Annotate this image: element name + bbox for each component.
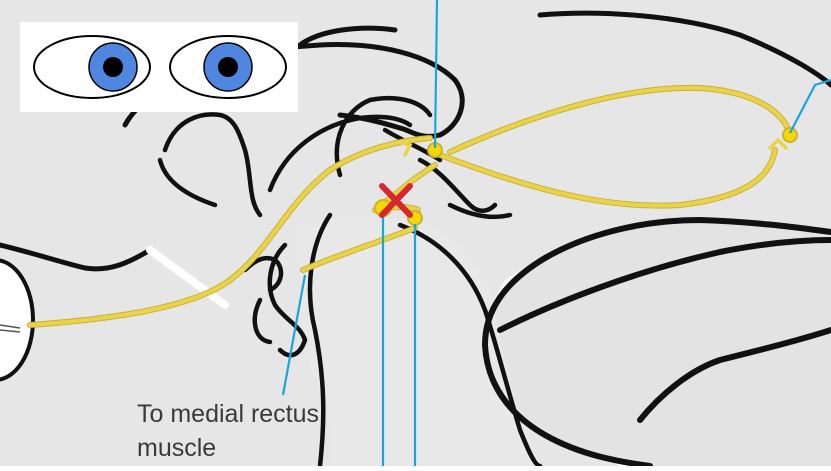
medulla-anterior-outline — [307, 212, 333, 469]
optic-nerve-pathway — [28, 136, 432, 327]
left-eye-icon — [33, 35, 151, 99]
pons-outline — [397, 222, 543, 469]
cerebellum-outline — [482, 217, 831, 469]
pointer-line-top — [433, 0, 439, 149]
eyeball-outline — [0, 258, 35, 382]
pointer-line-medial-rectus — [281, 274, 307, 396]
temporal-curve-outline — [447, 202, 513, 220]
cerebellum-inner-outline — [637, 327, 831, 423]
orbit-line-lower — [0, 329, 21, 333]
pituitary-outline — [267, 242, 308, 358]
lower-arc-pathway — [438, 148, 777, 208]
pointer-lines — [281, 0, 831, 466]
medial-rectus-pathway — [301, 226, 417, 272]
fornix-outline — [267, 114, 413, 193]
sulcus-small-outline — [252, 297, 273, 345]
optic-chiasm-outline — [242, 255, 284, 293]
right-eye-icon — [169, 35, 287, 99]
occipital-lobe-outline — [537, 10, 831, 88]
cortex-gyrus-outline — [297, 25, 398, 48]
hypothalamus-outline — [162, 112, 263, 218]
midbrain-outline — [417, 157, 498, 213]
left-pupil — [103, 57, 123, 77]
pointer-line-right — [789, 78, 831, 134]
parietal-curve-outline — [0, 242, 153, 272]
upper-arc-pathway — [448, 85, 792, 154]
anatomy-outlines — [0, 10, 831, 469]
cerebellum-region — [488, 222, 831, 466]
orbit — [0, 258, 35, 382]
orbit-line-upper — [0, 324, 21, 329]
cortical-nucleus — [782, 127, 798, 143]
right-pupil — [218, 57, 238, 77]
annotation-label-line1: To medial rectus — [137, 400, 320, 428]
fork-upper — [396, 140, 413, 157]
cross-mark-icon — [379, 183, 413, 218]
thalamus-outline — [334, 95, 433, 178]
eyes-inset — [20, 22, 298, 112]
frontal-fold-outline — [157, 157, 218, 208]
skull-base-line — [146, 246, 229, 309]
fork-right — [768, 137, 788, 150]
brainstem-region — [300, 215, 540, 466]
tentorium-outline — [497, 237, 831, 333]
annotation-label-line2: muscle — [137, 434, 217, 462]
